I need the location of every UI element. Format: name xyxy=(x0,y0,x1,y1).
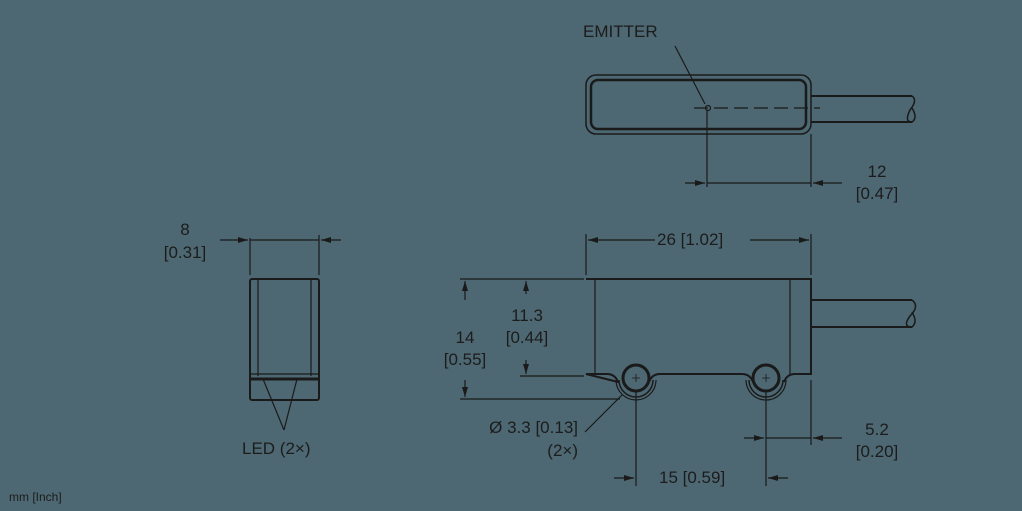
dim-width-inch: [0.31] xyxy=(163,243,207,262)
top-body-outer xyxy=(585,74,812,135)
dim-height-body-inch: [0.44] xyxy=(505,328,549,347)
side-view xyxy=(460,234,917,486)
mount-hole-1 xyxy=(621,363,651,393)
dim-width-mm: 8 xyxy=(180,220,190,239)
units-note: mm [Inch] xyxy=(9,490,62,504)
dim-height-total-inch: [0.55] xyxy=(443,350,487,369)
emitter-leader xyxy=(674,45,706,105)
mount-hole-2 xyxy=(751,363,781,393)
dim-emitter-offset-mm: 12 xyxy=(867,162,887,181)
dim-hole-edge-mm: 5.2 xyxy=(865,420,889,439)
dim-height-total-mm: 14 xyxy=(455,328,475,347)
top-view xyxy=(585,45,916,187)
emitter-callout: EMITTER xyxy=(583,22,658,41)
dim-hole-count: (2×) xyxy=(547,441,578,460)
dim-hole-spacing: 15 [0.59] xyxy=(659,468,726,487)
dim-height-body-mm: 11.3 xyxy=(511,306,543,325)
led-callout: LED (2×) xyxy=(242,439,311,458)
dim-length: 26 [1.02] xyxy=(657,230,724,249)
dim-emitter-offset-inch: [0.47] xyxy=(855,184,899,203)
end-view xyxy=(220,235,341,431)
dim-hole-diameter: Ø 3.3 [0.13] xyxy=(489,418,578,437)
dim-hole-edge-inch: [0.20] xyxy=(855,442,899,461)
top-body-inner xyxy=(589,78,808,131)
